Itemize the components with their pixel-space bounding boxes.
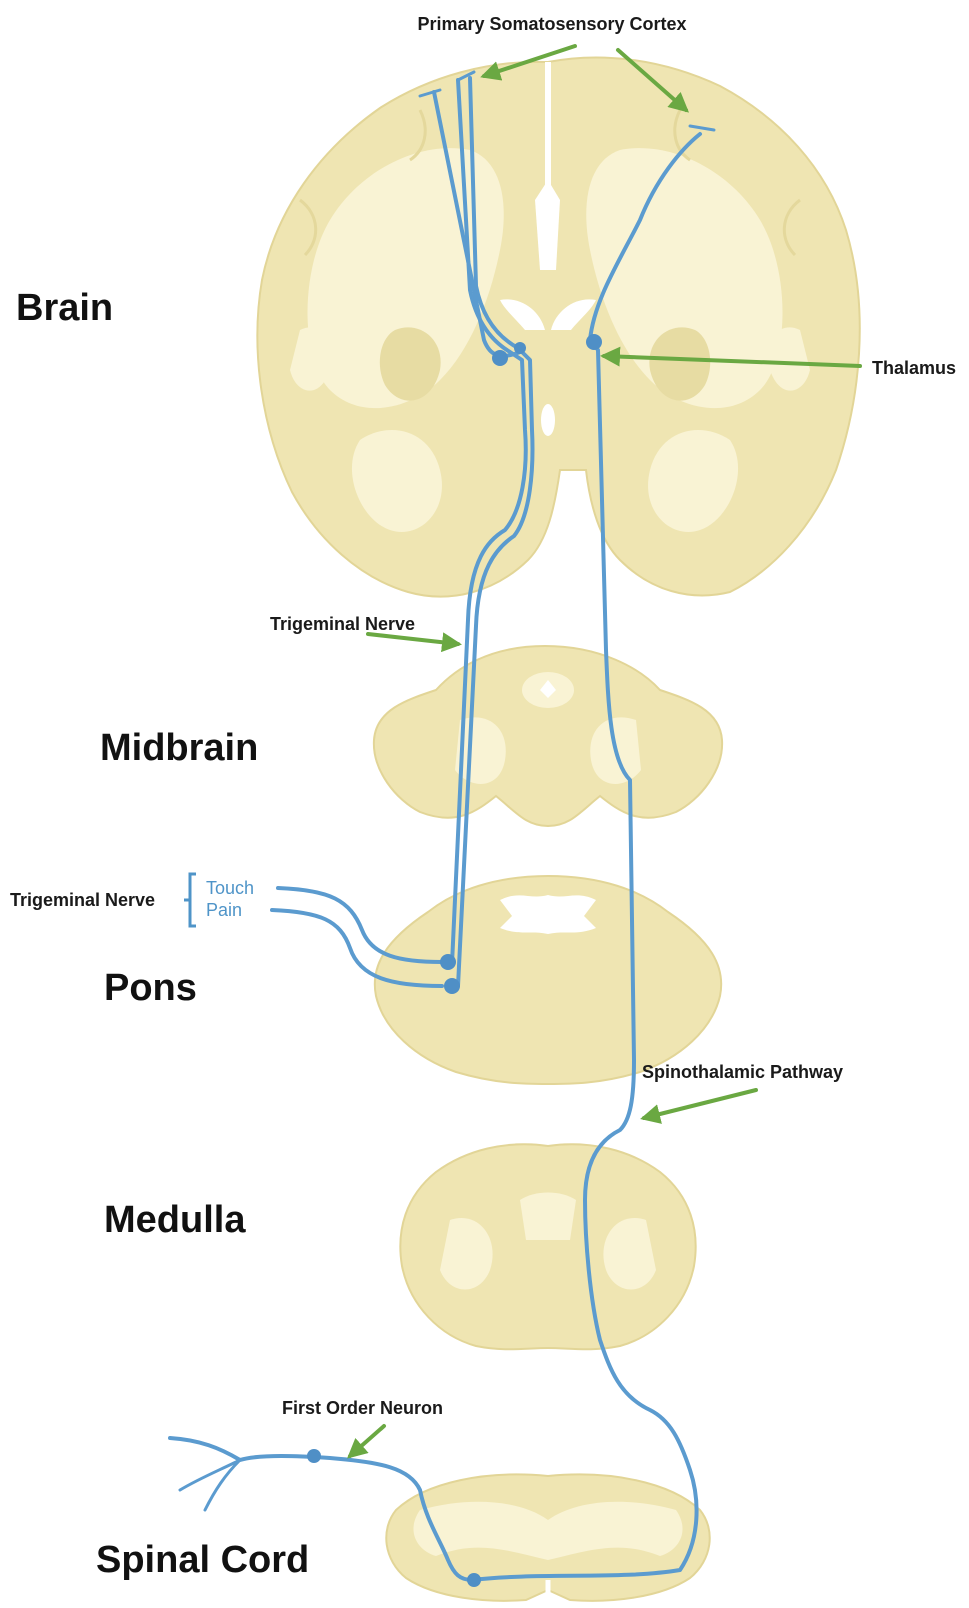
brain-section [257, 57, 859, 596]
region-label-medulla: Medulla [104, 1199, 246, 1241]
region-label-pons: Pons [104, 967, 197, 1009]
callout-trigeminal-side: Trigeminal Nerve [10, 890, 155, 910]
callout-trigeminal-upper: Trigeminal Nerve [270, 614, 415, 634]
region-label-midbrain: Midbrain [100, 727, 258, 769]
callout-first-order-neuron: First Order Neuron [282, 1398, 443, 1418]
input-label-pain: Pain [206, 900, 242, 920]
midbrain-section [374, 646, 722, 826]
touch-pain-bracket [184, 874, 196, 926]
region-label-brain: Brain [16, 287, 113, 329]
input-label-touch: Touch [206, 878, 254, 898]
callout-spinothalamic: Spinothalamic Pathway [642, 1062, 843, 1082]
medulla-section [400, 1144, 695, 1349]
callout-thalamus: Thalamus [872, 358, 956, 378]
region-label-spinal-cord: Spinal Cord [96, 1539, 309, 1581]
pons-section [375, 876, 721, 1084]
spinal-cord-section [386, 1474, 709, 1603]
callout-primary-cortex: Primary Somatosensory Cortex [417, 14, 686, 34]
